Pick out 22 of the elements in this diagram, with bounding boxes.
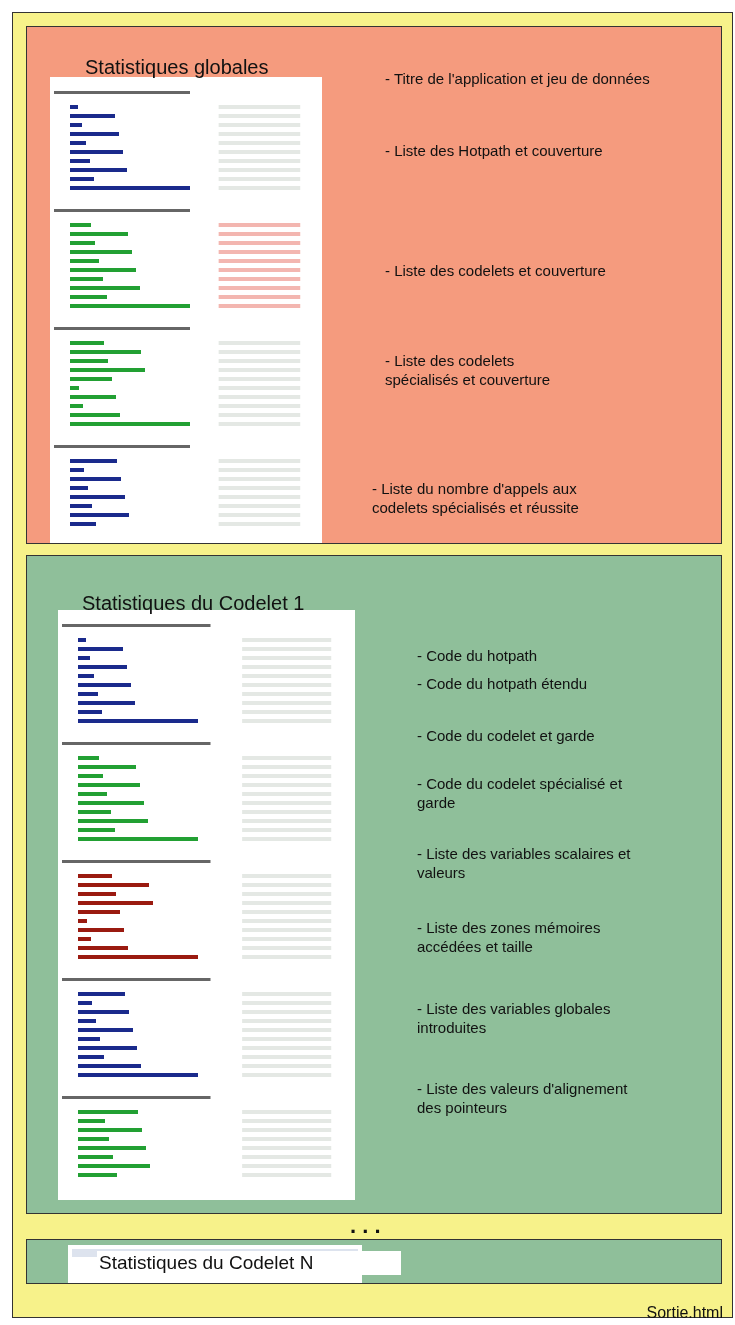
list-item: - Liste des zones mémoires accédées et taille (417, 918, 602, 957)
list-item: - Liste des codelets spécialisés et couverture (385, 351, 552, 390)
list-item: - Code du codelet et garde (417, 726, 596, 746)
list-item: - Liste des codelets et couverture (385, 261, 607, 281)
codelet-panel (26, 555, 722, 1214)
list-item: - Liste des valeurs d'alignement des pointeurs (417, 1079, 629, 1118)
page-frame (12, 12, 733, 1318)
list-item: - Titre de l'application et jeu de données (385, 69, 651, 89)
ellipsis-mark: . . . (350, 1212, 381, 1240)
codelet-bar (26, 1239, 722, 1284)
file-name: Sortie.html (645, 1303, 723, 1323)
list-item: - Code du codelet spécialisé et garde (417, 774, 624, 813)
panel-title: Statistiques du Codelet 1 (82, 591, 306, 616)
list-item: - Code du hotpath étendu (417, 674, 589, 694)
list-item: - Liste des variables globales introduites (417, 999, 612, 1038)
summary-panel (26, 26, 722, 544)
list-item: - Liste des variables scalaires et valeurs (417, 844, 632, 883)
panel-title: Statistiques globales (85, 55, 270, 80)
list-item: - Liste du nombre d'appels aux codelets spécialisés et réussite (372, 479, 580, 518)
list-item: - Code du hotpath (417, 646, 539, 666)
list-item: - Liste des Hotpath et couverture (385, 141, 604, 161)
panel-title: Statistiques du Codelet N (97, 1251, 401, 1276)
